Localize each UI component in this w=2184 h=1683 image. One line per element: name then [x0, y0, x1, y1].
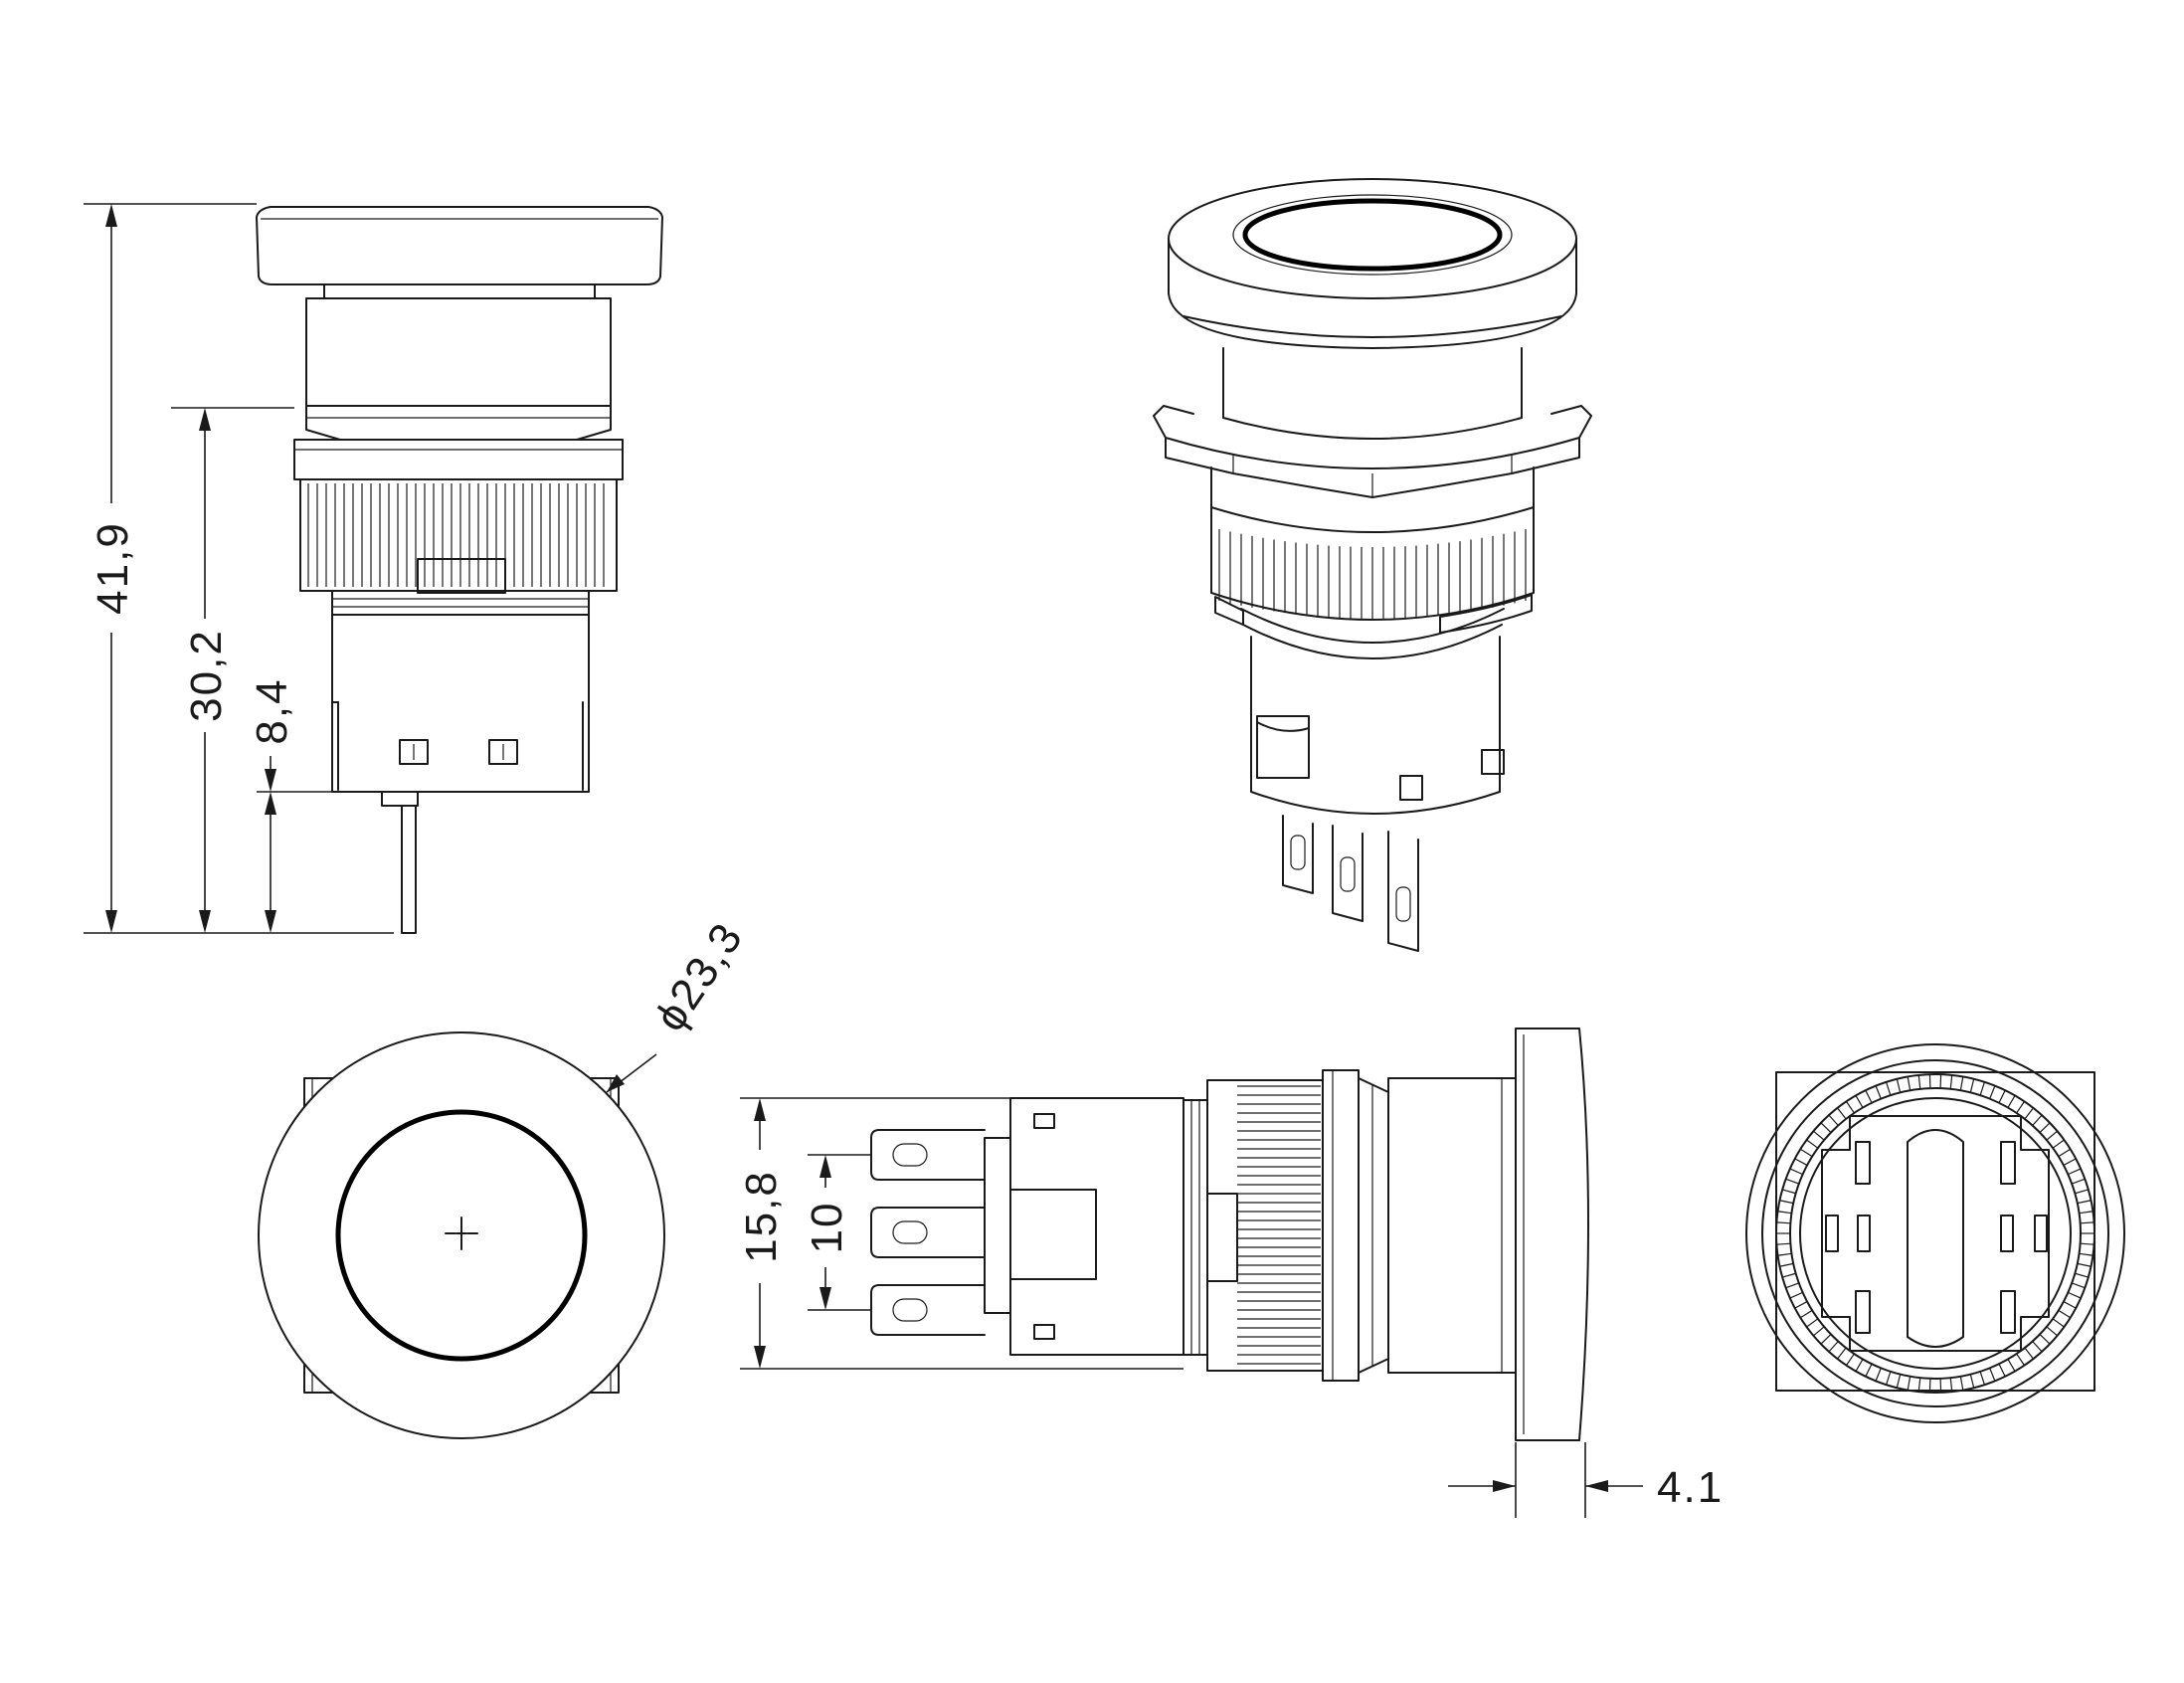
knurl-pattern	[1237, 1085, 1321, 1365]
dim-body-height: 30,2	[182, 629, 231, 722]
dim-terminal-pitch: 10	[803, 1202, 851, 1254]
dim-overall-height: 41,9	[89, 521, 137, 615]
knurl-pattern	[1218, 528, 1527, 619]
dim-cap-diameter: ϕ23,3	[645, 913, 753, 1039]
side-view	[870, 1028, 1589, 1441]
front-dimensions: 41,9 30,2 8,4	[84, 203, 394, 934]
isometric-view	[1153, 178, 1592, 952]
side-dimensions: 15,8 10 4.1	[737, 1097, 1724, 1518]
front-elevation-view	[256, 206, 663, 934]
knurl-pattern	[1776, 1074, 2094, 1393]
dim-cap-thickness: 4.1	[1657, 1463, 1724, 1512]
diameter-dimension: ϕ23,3	[606, 913, 753, 1093]
dim-terminal-length: 8,4	[248, 677, 296, 744]
bottom-view	[1745, 1043, 2125, 1423]
knurl-pattern	[307, 483, 605, 587]
top-view	[258, 1031, 665, 1439]
dim-body-width: 15,8	[737, 1170, 786, 1263]
